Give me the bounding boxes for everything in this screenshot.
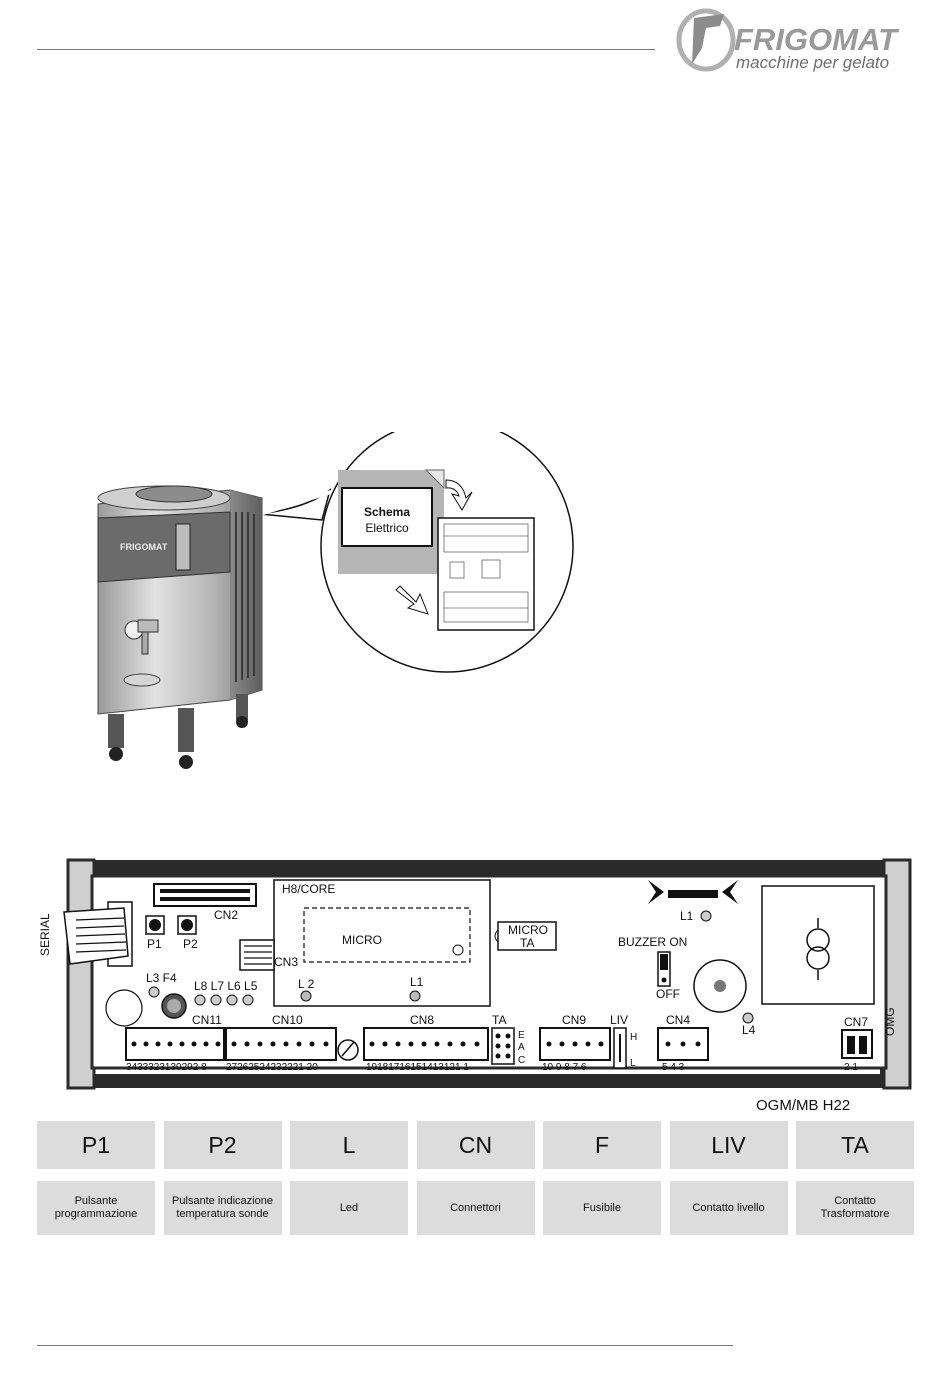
cn2-header xyxy=(153,883,257,907)
micro-ta-label-2: TA xyxy=(520,936,534,950)
l1-top-led xyxy=(700,910,712,922)
transformer-icon xyxy=(806,918,830,980)
h8-core-module xyxy=(273,879,491,1007)
core-label: H8/CORE xyxy=(282,882,335,896)
ta-c: C xyxy=(518,1055,525,1066)
l3-led xyxy=(148,986,160,998)
footer-rule xyxy=(37,1345,733,1346)
machine-illustration: FRIGOMAT Schema Elettrico xyxy=(97,432,574,769)
legend-desc-p1: Pulsante programmazione xyxy=(37,1181,155,1235)
cn11-connector xyxy=(125,1027,225,1061)
cn4-pins: 5 4 3 xyxy=(662,1062,685,1073)
legend-code-l: L xyxy=(290,1121,408,1169)
p2-button xyxy=(181,919,193,931)
cn8-pins: 19181716151413121 1 xyxy=(366,1062,469,1073)
callout-title-line1: Schema xyxy=(364,505,410,519)
l4-led xyxy=(742,1012,754,1024)
legend-code-f: F xyxy=(543,1121,661,1169)
serial-connector xyxy=(63,901,133,967)
cn11-label: CN11 xyxy=(192,1013,222,1027)
legend-code-cn: CN xyxy=(416,1121,535,1169)
ta-e: E xyxy=(518,1030,525,1041)
header-rule xyxy=(37,49,655,50)
legend-code-p2: P2 xyxy=(163,1121,282,1169)
brand-logo: FRIGOMAT macchine per gelato xyxy=(676,0,926,80)
l3-f4-label: L3 F4 xyxy=(146,971,177,985)
buzzer-on-label: BUZZER ON xyxy=(618,935,687,949)
cn9-pins: 10 9 8 7 6 xyxy=(542,1062,587,1073)
cn8-label: CN8 xyxy=(410,1013,434,1027)
brand-name: FRIGOMAT xyxy=(734,22,898,57)
l2-led xyxy=(300,990,312,1002)
ta-label: TA xyxy=(492,1013,506,1027)
micro-ta-label-1: MICRO xyxy=(508,923,548,937)
legend-desc-p2: Pulsante indicazione temperatura sonde xyxy=(163,1181,282,1235)
relay-icon xyxy=(648,880,738,904)
micro-label: MICRO xyxy=(342,933,382,947)
p2-label: P2 xyxy=(183,937,198,951)
micro-ta-switch xyxy=(497,921,557,951)
legend-desc-cn: Connettori xyxy=(416,1181,535,1235)
cn4-label: CN4 xyxy=(666,1013,690,1027)
legend-desc-l: Led xyxy=(290,1181,408,1235)
callout-title-line2: Elettrico xyxy=(365,521,409,535)
brand-tagline: macchine per gelato xyxy=(736,53,890,72)
schematic-sheet xyxy=(437,517,535,631)
legend-code-p1: P1 xyxy=(37,1121,155,1169)
cn11-pins: 3433323130292 8 xyxy=(126,1062,207,1073)
legend-desc-ta: Contatto Trasformatore xyxy=(796,1181,914,1235)
l4-label: L4 xyxy=(742,1023,756,1037)
legend-code-liv: LIV xyxy=(669,1121,788,1169)
transformer-block xyxy=(761,885,875,1005)
cn10-pins: 27262524232221 20 xyxy=(226,1062,318,1073)
control-board-diagram: SERIAL CN2 P1 P2 H8/CORE MICRO CN3 L 2 L… xyxy=(38,858,912,1114)
liv-h: H xyxy=(630,1032,637,1043)
p1-button xyxy=(149,919,161,931)
l1-top-label: L1 xyxy=(680,909,694,923)
p1-label: P1 xyxy=(147,937,162,951)
cn7-connector xyxy=(841,1029,873,1059)
ta-a: A xyxy=(518,1042,525,1053)
board-model: OGM/MB H22 xyxy=(756,1097,850,1114)
legend-table: P1 P2 L CN F LIV TA Pulsante programmazi… xyxy=(37,1121,915,1235)
cn9-label: CN9 xyxy=(562,1013,586,1027)
frigomat-mark-icon xyxy=(676,8,736,72)
cn10-label: CN10 xyxy=(272,1013,303,1027)
l2-label: L 2 xyxy=(298,977,315,991)
machine-logo: FRIGOMAT xyxy=(120,542,168,552)
liv-l: L xyxy=(630,1058,636,1069)
l1-core-led xyxy=(409,990,421,1002)
legend-desc-liv: Contatto livello xyxy=(669,1181,788,1235)
legend-desc-f: Fusibile xyxy=(543,1181,661,1235)
leds-label: L8 L7 L6 L5 xyxy=(194,979,258,993)
off-label: OFF xyxy=(656,987,680,1001)
cn7-label: CN7 xyxy=(844,1015,868,1029)
cn7-pins: 2 1 xyxy=(844,1062,858,1073)
cn2-label: CN2 xyxy=(214,908,238,922)
l1-core-label: L1 xyxy=(410,975,424,989)
cn10-connector xyxy=(225,1027,337,1061)
serial-label: SERIAL xyxy=(38,913,52,956)
legend-code-ta: TA xyxy=(796,1121,914,1169)
ta-jumper xyxy=(491,1027,515,1065)
liv-label: LIV xyxy=(610,1013,628,1027)
cn3-label: CN3 xyxy=(274,955,298,969)
omg-label: OMG xyxy=(883,1007,897,1036)
